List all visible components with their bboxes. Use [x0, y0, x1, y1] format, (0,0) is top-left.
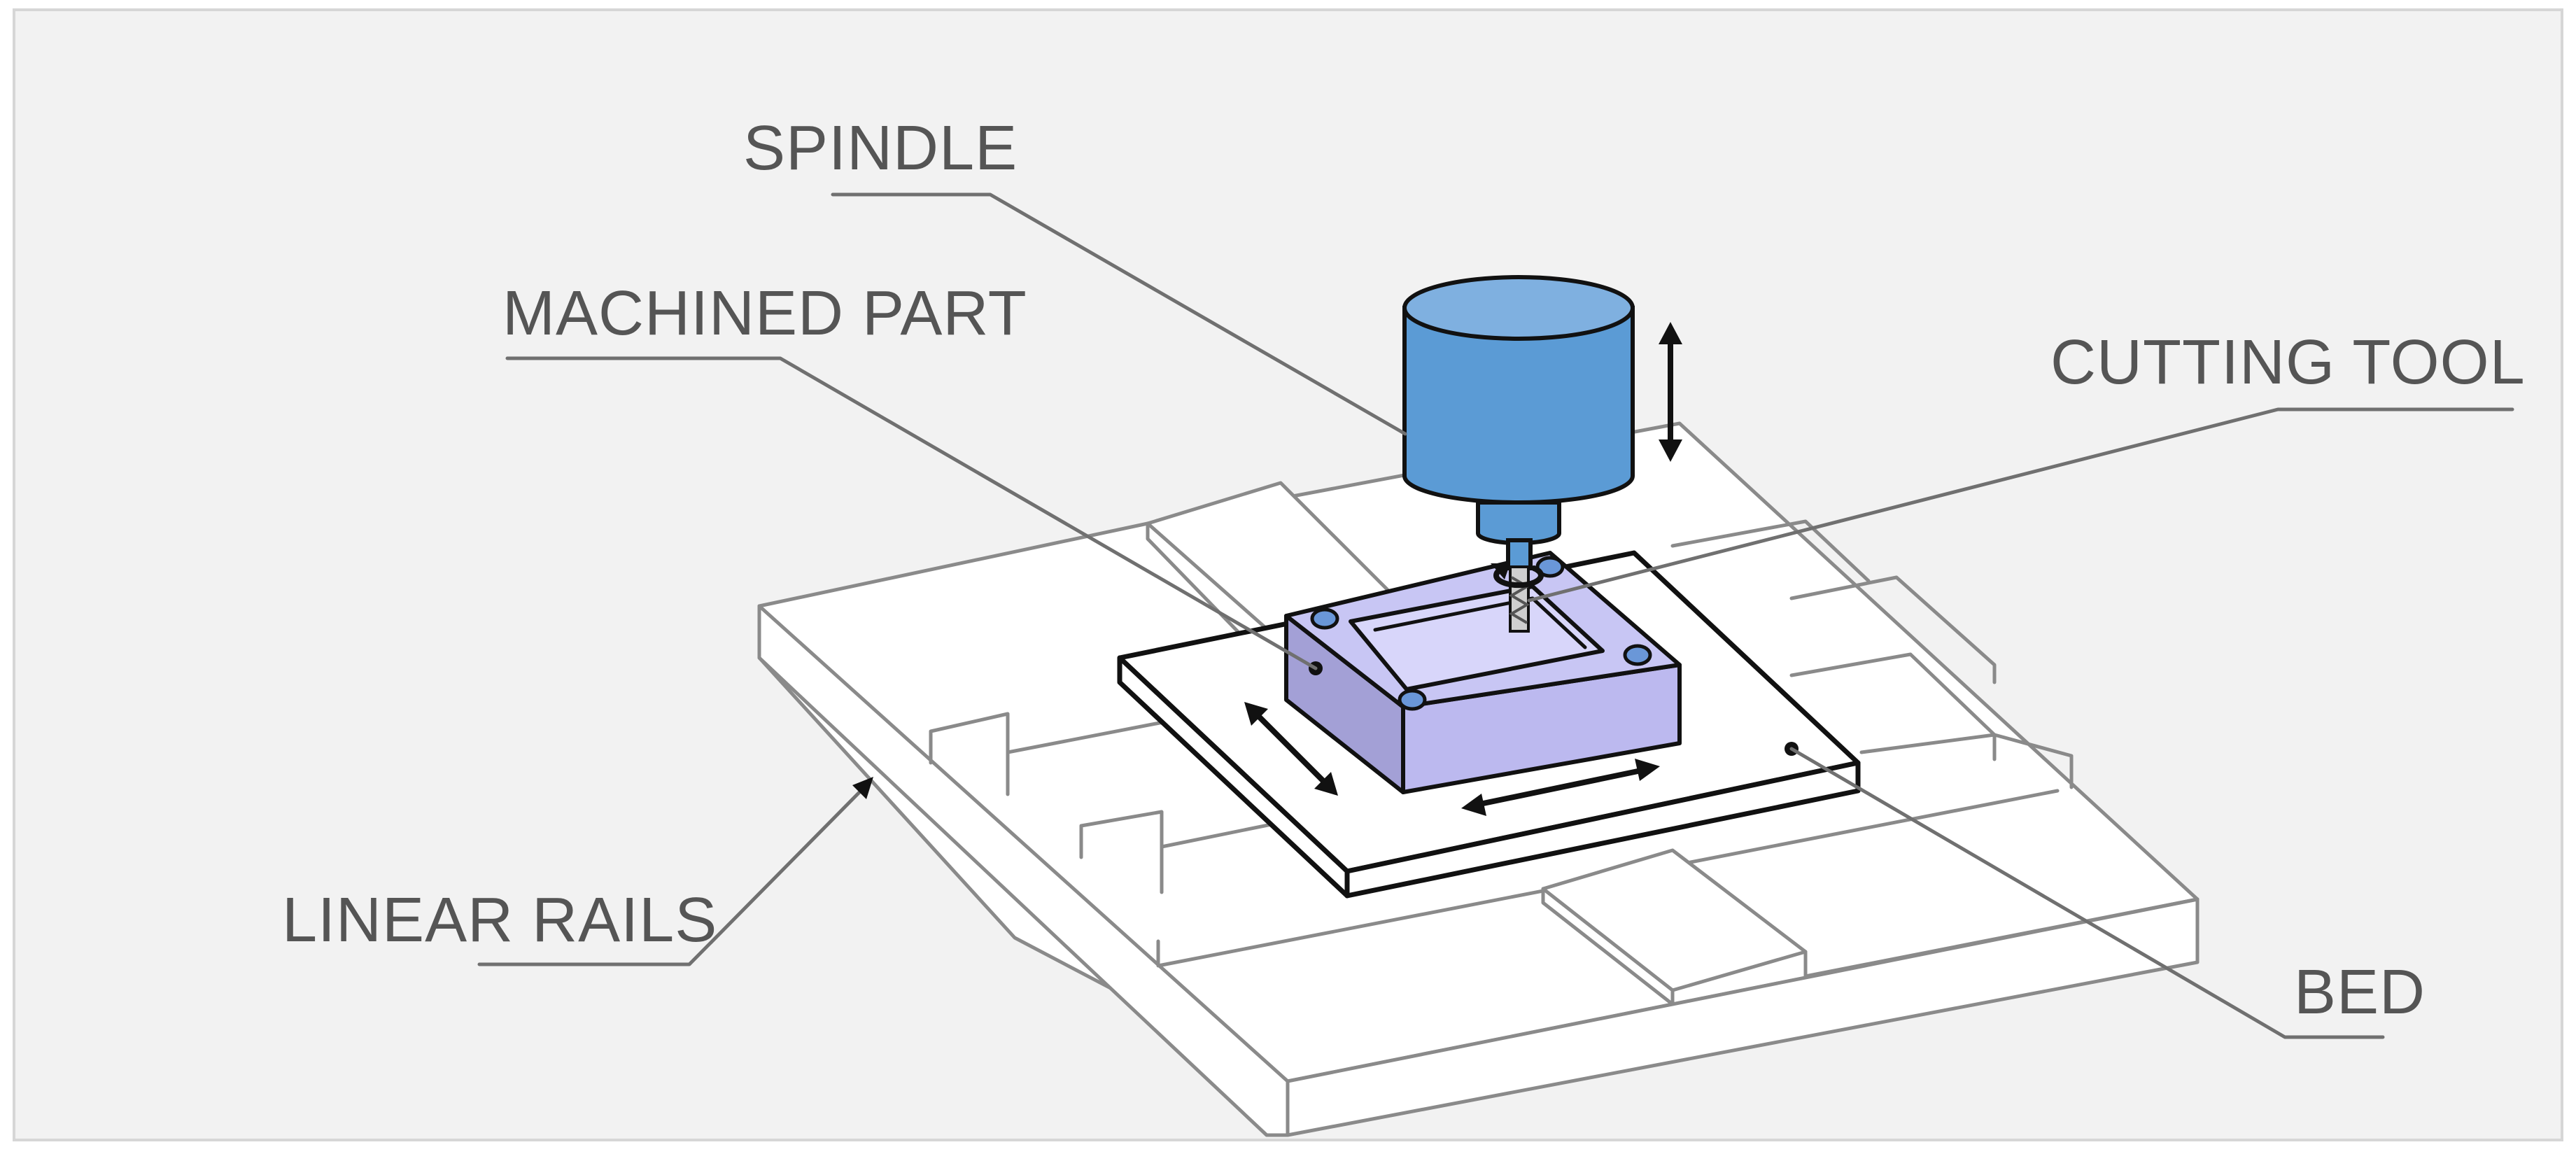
- spindle-rotation-arrow: [1493, 565, 1544, 589]
- cutting-tool-leader: [1527, 407, 2514, 603]
- spindle: [1402, 275, 1635, 633]
- y-axis-arrow-line: [1253, 711, 1329, 787]
- spindle-rotation-arrowhead: [1491, 563, 1510, 579]
- spindle-label: SPINDLE: [743, 113, 1018, 183]
- part-hole-4: [1398, 689, 1427, 711]
- linear-rails-leader-arrowhead: [852, 777, 873, 799]
- rail-groove-5: [1156, 789, 2060, 968]
- spindle-top-face: [1402, 275, 1635, 341]
- z-axis-arrowhead-up: [1659, 322, 1682, 344]
- x-axis-arrow-line: [1474, 767, 1647, 808]
- machined-part-leader: [505, 356, 1318, 670]
- linear-rails-label: LINEAR RAILS: [282, 885, 717, 955]
- machined-part-label: MACHINED PART: [502, 279, 1027, 349]
- rail-front-step: [1803, 897, 2200, 978]
- x-axis-arrowhead-left: [1461, 794, 1486, 816]
- part-hole-1: [1310, 607, 1339, 630]
- rail-base-left-side: [757, 604, 1290, 1137]
- rail-groove-7: [1789, 575, 1997, 684]
- y-axis-arrowhead-back: [1244, 702, 1268, 726]
- y-axis-arrowhead-front: [1314, 772, 1338, 796]
- bed-leader: [1789, 747, 2385, 1039]
- motion-arrows: [1244, 322, 1682, 816]
- rail-guide-side: [1146, 521, 1272, 667]
- spindle-collar: [1476, 500, 1561, 545]
- z-axis-arrowhead-down: [1659, 439, 1682, 462]
- spindle-tool-holder: [1506, 538, 1533, 570]
- spindle-leader: [831, 192, 1407, 436]
- bed-left-side: [1117, 655, 1350, 899]
- rail-front-block-side: [1541, 887, 1675, 1006]
- rail-groove-8: [1859, 733, 2074, 789]
- leader-lines: [477, 192, 2514, 1039]
- cutting-tool-label: CUTTING TOOL: [2050, 328, 2526, 397]
- rail-groove-3: [1079, 810, 1164, 894]
- cutting-tool: [1509, 565, 1530, 633]
- bed-label: BED: [2294, 957, 2426, 1027]
- machined-part: [1284, 551, 1682, 794]
- x-axis-arrowhead-right: [1635, 759, 1660, 781]
- rail-groove-9: [1670, 519, 1871, 583]
- rail-groove-6: [1789, 652, 1997, 761]
- part-hole-3: [1623, 644, 1652, 666]
- part-pocket: [1349, 584, 1605, 691]
- linear-rails-leader: [477, 782, 870, 966]
